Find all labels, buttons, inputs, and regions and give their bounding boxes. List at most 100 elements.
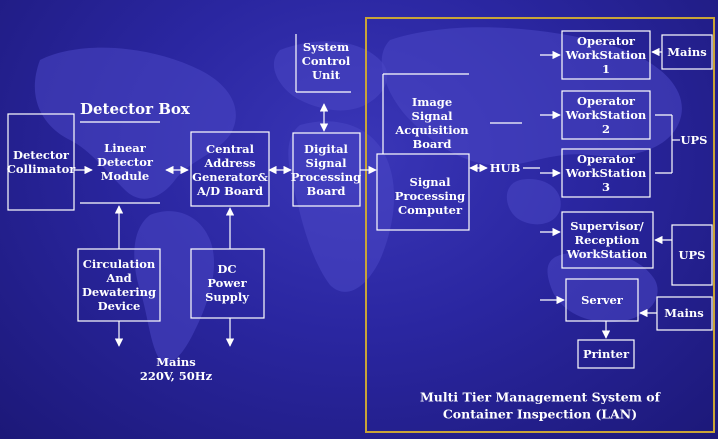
label-line: Collimator: [7, 162, 77, 176]
label-line: System: [303, 40, 349, 54]
ups-supervisor-node: UPS: [671, 224, 713, 286]
label-line: Detector: [97, 155, 154, 169]
label-line: Board: [413, 137, 452, 151]
label-line: UPS: [681, 133, 708, 147]
label-line: DC: [217, 262, 236, 276]
label-line: 1: [602, 62, 610, 76]
label-line: Digital: [304, 142, 349, 156]
mains-server-label: Mains: [664, 306, 703, 320]
label-line: Mains: [667, 45, 706, 59]
label-line: And: [105, 271, 131, 285]
label-line: Board: [307, 184, 346, 198]
label-line: HUB: [490, 161, 521, 175]
label-line: Supervisor/: [570, 219, 644, 233]
label-line: Signal: [306, 156, 348, 170]
label-line: Generator&: [192, 170, 268, 184]
label-line: Unit: [312, 68, 341, 82]
label-line: Signal: [410, 175, 452, 189]
label-line: Multi Tier Management System of: [420, 390, 662, 405]
connectors: [74, 47, 672, 347]
label-line: Device: [98, 299, 141, 313]
printer-label: Printer: [583, 347, 630, 361]
label-line: Detector: [13, 148, 70, 162]
label-line: Supply: [205, 290, 249, 304]
ups-supervisor-label: UPS: [679, 248, 706, 262]
label-line: Control: [302, 54, 351, 68]
label-line: Container Inspection (LAN): [443, 407, 637, 422]
label-line: Module: [101, 169, 150, 183]
mains-ws1-node: Mains: [661, 34, 713, 70]
ups-ws23-node: UPS: [655, 114, 708, 174]
label-line: Operator: [577, 34, 636, 48]
detector-box-title: Detector Box: [80, 100, 191, 118]
hub-label: HUB: [490, 161, 521, 175]
server-label: Server: [581, 293, 624, 307]
label-line: Operator: [577, 94, 636, 108]
label-line: Processing: [291, 170, 361, 184]
printer-node: Printer: [577, 339, 635, 369]
label-line: Central: [206, 142, 255, 156]
label-line: Computer: [398, 203, 463, 217]
label-line: Server: [581, 293, 624, 307]
label-line: Dewatering: [82, 285, 156, 299]
label-line: 2: [602, 122, 610, 136]
lan-caption: Multi Tier Management System of Container…: [420, 390, 662, 422]
label-line: WorkStation: [566, 247, 648, 261]
label-line: Circulation: [83, 257, 156, 271]
label-line: Acquisition: [394, 123, 469, 137]
label-line: WorkStation: [565, 166, 647, 180]
server-node: Server: [565, 278, 639, 322]
label-line: Image: [412, 95, 452, 109]
label-line: Linear: [104, 141, 147, 155]
label-line: UPS: [679, 248, 706, 262]
mains-ws1-label: Mains: [667, 45, 706, 59]
label-line: A/D Board: [196, 184, 263, 198]
label-line: 3: [602, 180, 610, 194]
label-line: Mains: [664, 306, 703, 320]
label-line: Address: [203, 156, 255, 170]
label-line: Signal: [412, 109, 454, 123]
label-line: Reception: [575, 233, 641, 247]
hub-node: HUB: [490, 161, 521, 175]
label-line: 220V, 50Hz: [140, 369, 213, 383]
ups-ws23-label: UPS: [681, 133, 708, 147]
mains-server-node: Mains: [656, 296, 713, 331]
lan-frame: [365, 17, 715, 433]
label-line: WorkStation: [565, 108, 647, 122]
label-line: Operator: [577, 152, 636, 166]
label-line: Processing: [395, 189, 465, 203]
label-line: Power: [207, 276, 247, 290]
label-line: Printer: [583, 347, 630, 361]
label-line: Mains: [156, 355, 195, 369]
label-line: WorkStation: [565, 48, 647, 62]
